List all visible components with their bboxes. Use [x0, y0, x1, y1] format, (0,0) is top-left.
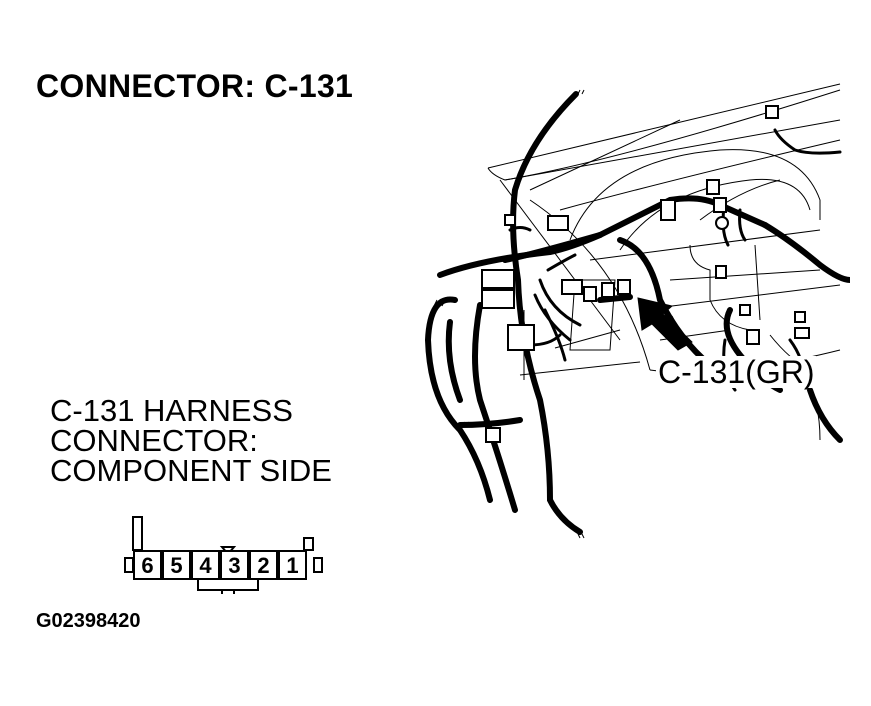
harness-location-illustration [424, 83, 850, 539]
connector-housing-outline [124, 516, 323, 594]
description-line: CONNECTOR: [50, 423, 258, 458]
connector-title: CONNECTOR: C-131 [36, 68, 354, 104]
pointer-arrow-icon [637, 297, 693, 351]
connector-pin: 2 [249, 550, 278, 580]
description-line: C-131 HARNESS [50, 393, 293, 428]
connector-pin: 4 [191, 550, 220, 580]
connector-description: C-131 HARNESS CONNECTOR: COMPONENT SIDE [50, 393, 332, 488]
connector-pin: 1 [278, 550, 307, 580]
connector-pin: 5 [162, 550, 191, 580]
connector-callout-label: C-131(GR) [656, 354, 817, 390]
connector-pin: 3 [220, 550, 249, 580]
connector-face-diagram: 6 5 4 3 2 1 [118, 514, 328, 594]
description-line: COMPONENT SIDE [50, 453, 332, 488]
figure-id: G02398420 [36, 610, 141, 632]
connector-pin: 6 [133, 550, 162, 580]
